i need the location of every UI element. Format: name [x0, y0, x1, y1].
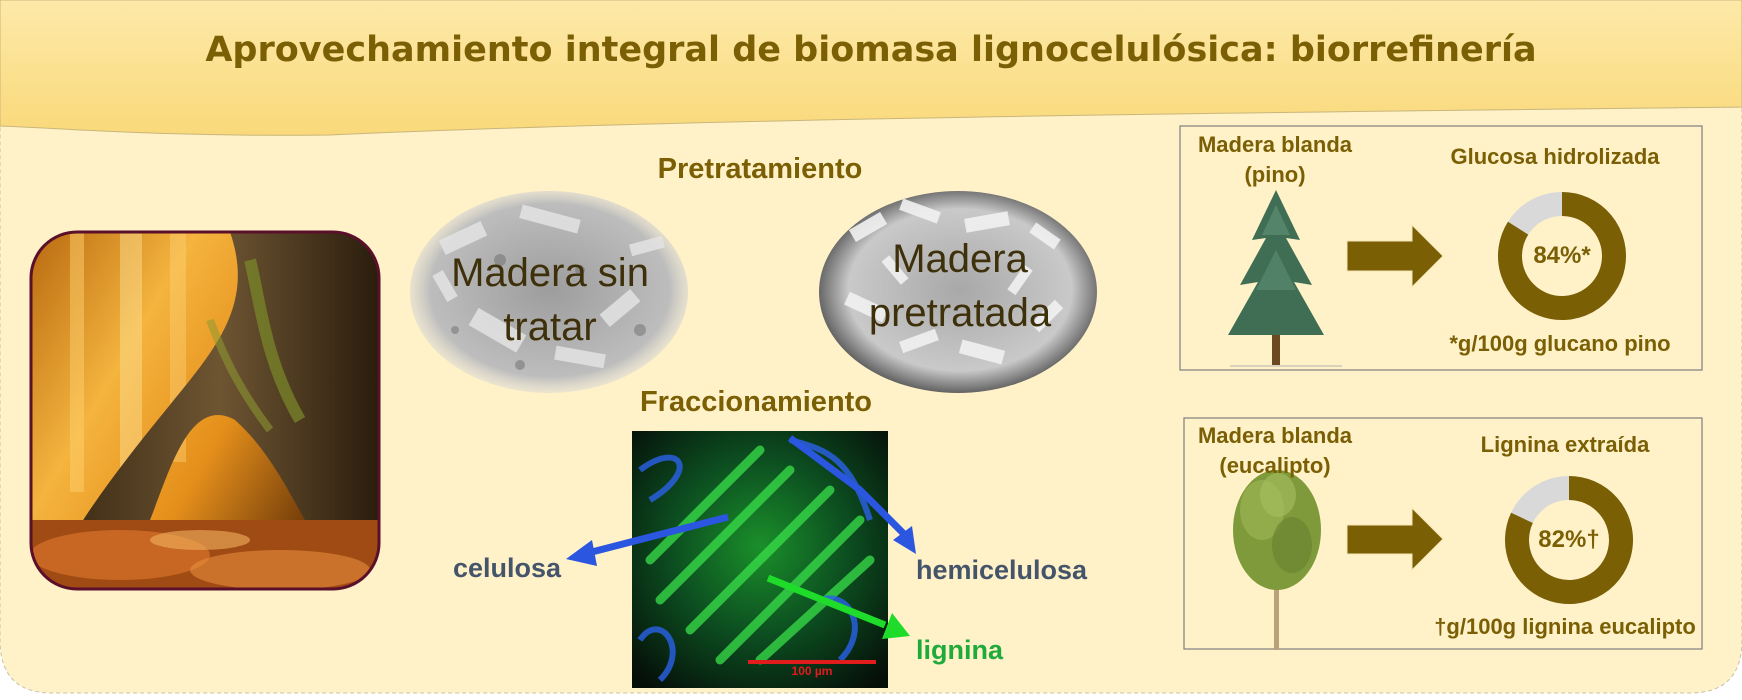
cellulose-label: celulosa [453, 553, 562, 583]
source-pine-label: Madera blanda (pino) [1180, 130, 1370, 190]
donut-glucose [1498, 192, 1626, 320]
source-line-1: Madera blanda [1197, 423, 1353, 448]
value-glucose: 84%* [1533, 242, 1591, 269]
eucalyptus-tree-icon [1233, 470, 1321, 650]
footnote-pine: *g/100g glucano pino [1449, 331, 1671, 356]
result-label-glucose: Glucosa hidrolizada [1450, 144, 1660, 169]
source-eucalyptus-label: Madera blanda (eucalipto) [1180, 421, 1370, 481]
forest-photo [29, 230, 381, 591]
footnote-eucalyptus: †g/100g lignina eucalipto [1434, 614, 1696, 639]
untreated-wood-label: Madera sin tratar [451, 251, 649, 349]
sem-untreated-wood [410, 191, 688, 393]
source-line-2: (pino) [1244, 162, 1306, 187]
donut-value-arc [1505, 476, 1633, 604]
process-arrow [1346, 223, 1444, 289]
scale-bar-label: 100 µm [791, 664, 833, 678]
source-line-1: Madera blanda [1197, 132, 1353, 157]
fluorescence-micrograph [632, 431, 888, 688]
title-banner [0, 0, 1742, 136]
panel-pine [1179, 125, 1703, 371]
source-line-2: (eucalipto) [1219, 453, 1331, 478]
hemicellulose-arrow [787, 435, 916, 554]
pretreatment-heading: Pretratamiento [657, 153, 863, 185]
pretreated-wood-label: Madera pretratada [868, 237, 1052, 335]
hemicellulose-label: hemicelulosa [916, 555, 1088, 585]
donut-lignin [1505, 476, 1633, 604]
panel-eucalyptus [1183, 417, 1703, 650]
donut-value-arc [1498, 192, 1626, 320]
value-lignin: 82%† [1538, 526, 1600, 553]
lignin-label: lignina [916, 635, 1003, 665]
sem-pretreated-wood [819, 191, 1097, 393]
process-arrow [1346, 506, 1444, 572]
result-label-lignin: Lignina extraída [1480, 432, 1650, 457]
pine-tree-icon [1228, 190, 1342, 367]
fractionation-heading: Fraccionamiento [639, 386, 873, 418]
lignin-arrow [766, 574, 910, 639]
cellulose-arrow [566, 513, 729, 566]
page-title: Aprovechamiento integral de biomasa lign… [205, 30, 1537, 70]
